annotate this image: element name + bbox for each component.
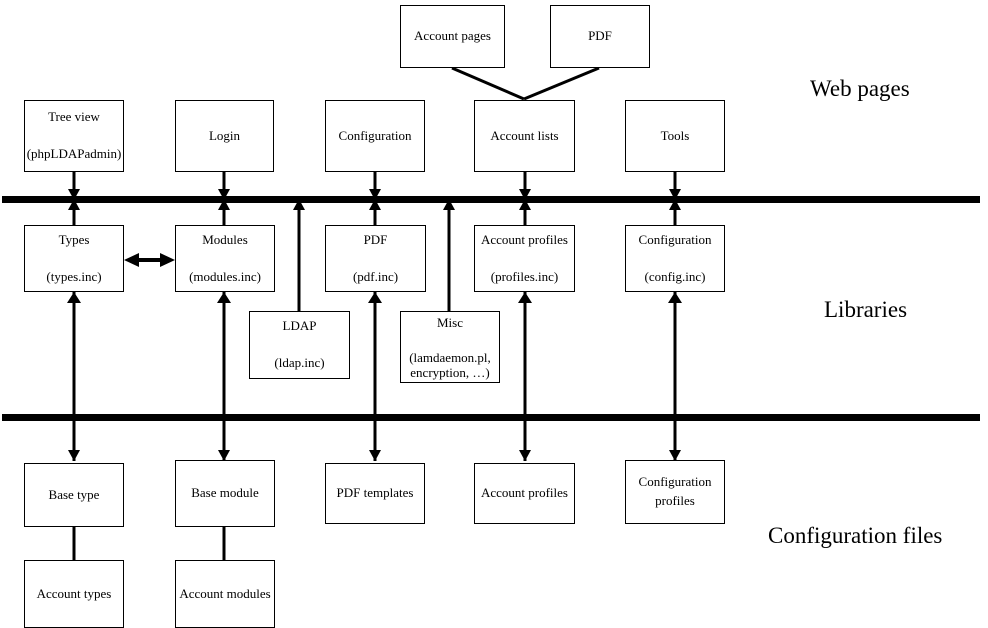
node-base-module-label: Base module xyxy=(191,485,259,501)
node-tree-view[interactable]: Tree view (phpLDAPadmin) xyxy=(24,100,124,172)
node-login-label: Login xyxy=(208,127,241,143)
node-account-lists[interactable]: Account lists xyxy=(474,100,575,172)
arrow-types-modules-bidirectional xyxy=(124,253,175,267)
node-configuration-profiles-file[interactable]: Configuration profiles xyxy=(625,460,725,524)
node-base-type-label: Base type xyxy=(48,486,100,502)
node-configuration-page-label: Configuration xyxy=(338,127,412,143)
node-tools[interactable]: Tools xyxy=(625,100,725,172)
node-modules-lib-sublabel: (modules.inc) xyxy=(189,268,261,284)
node-configuration-profiles-file-sublabel: profiles xyxy=(655,493,695,508)
node-pdf-lib-sublabel: (pdf.inc) xyxy=(352,268,399,284)
node-configuration-profiles-file-label: Configuration xyxy=(638,474,712,490)
node-pdf-top-label: PDF xyxy=(588,28,612,44)
node-account-types-label: Account types xyxy=(36,585,112,601)
separator-bar-web-libraries xyxy=(2,196,980,203)
node-config-lib[interactable]: Configuration (config.inc) xyxy=(625,225,725,292)
arrow-pdf-to-pdf-templates xyxy=(368,292,382,461)
node-account-pages-label: Account pages xyxy=(414,28,491,44)
node-tree-view-sublabel: (phpLDAPadmin) xyxy=(26,146,122,161)
node-base-type[interactable]: Base type xyxy=(24,463,124,527)
node-profiles-lib-sublabel: (profiles.inc) xyxy=(490,268,559,284)
arrow-modules-to-base-module xyxy=(217,292,231,461)
node-base-module[interactable]: Base module xyxy=(175,460,275,527)
arrow-types-to-base-type xyxy=(67,292,81,461)
node-types-lib-sublabel: (types.inc) xyxy=(46,268,102,284)
node-types-lib-label: Types xyxy=(58,231,90,247)
node-ldap-lib[interactable]: LDAP (ldap.inc) xyxy=(249,311,350,379)
node-pdf-lib[interactable]: PDF (pdf.inc) xyxy=(325,225,426,292)
arrow-profiles-to-account-profiles-file xyxy=(518,292,532,461)
node-tools-label: Tools xyxy=(660,127,690,143)
node-profiles-lib[interactable]: Account profiles (profiles.inc) xyxy=(474,225,575,292)
arrow-config-to-configuration-profiles-file xyxy=(668,292,682,461)
connector-account-pages-to-account-lists xyxy=(451,66,525,101)
node-config-lib-sublabel: (config.inc) xyxy=(644,268,706,284)
node-pdf-templates[interactable]: PDF templates xyxy=(325,463,425,524)
node-ldap-lib-sublabel: (ldap.inc) xyxy=(274,355,325,370)
node-config-lib-label: Configuration xyxy=(638,231,712,247)
node-account-profiles-file-label: Account profiles xyxy=(480,485,568,501)
node-profiles-lib-label: Account profiles xyxy=(480,231,568,247)
node-account-pages[interactable]: Account pages xyxy=(400,5,505,68)
band-label-configuration-files: Configuration files xyxy=(768,523,943,548)
node-configuration-page[interactable]: Configuration xyxy=(325,100,425,172)
node-account-types[interactable]: Account types xyxy=(24,560,124,628)
connector-pdf-to-account-lists xyxy=(523,66,600,101)
node-modules-lib-label: Modules xyxy=(202,231,248,247)
node-account-lists-label: Account lists xyxy=(490,127,559,143)
node-account-modules[interactable]: Account modules xyxy=(175,560,275,628)
band-label-libraries: Libraries xyxy=(824,297,908,322)
node-tree-view-label: Tree view xyxy=(48,109,100,125)
node-pdf-lib-label: PDF xyxy=(363,231,388,247)
node-misc-lib-sublabel: (lamdaemon.pl, encryption, …) xyxy=(409,349,491,380)
node-pdf-top[interactable]: PDF xyxy=(550,5,650,68)
separator-bar-libraries-config xyxy=(2,414,980,421)
node-pdf-templates-label: PDF templates xyxy=(336,485,414,501)
node-types-lib[interactable]: Types (types.inc) xyxy=(24,225,124,292)
node-misc-lib-label: Misc xyxy=(437,315,463,330)
node-login[interactable]: Login xyxy=(175,100,274,172)
node-modules-lib[interactable]: Modules (modules.inc) xyxy=(175,225,275,292)
node-misc-lib[interactable]: Misc (lamdaemon.pl, encryption, …) xyxy=(400,311,500,383)
node-ldap-lib-label: LDAP xyxy=(282,318,317,334)
band-label-web-pages: Web pages xyxy=(810,76,910,101)
node-account-profiles-file[interactable]: Account profiles xyxy=(474,463,575,524)
node-account-modules-label: Account modules xyxy=(179,585,271,601)
